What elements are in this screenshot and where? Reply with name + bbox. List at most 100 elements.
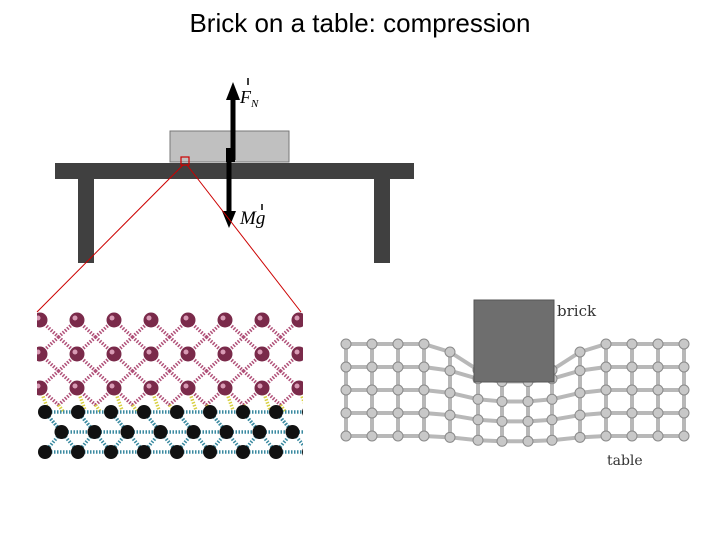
brick-spring [205, 335, 227, 356]
interface-spring [318, 405, 323, 412]
table-atom [153, 425, 168, 439]
lattice-bond [550, 350, 582, 372]
brick-spring [279, 386, 301, 407]
brick-atom [143, 312, 159, 328]
lattice-node [444, 387, 456, 399]
table-atom [319, 425, 333, 439]
lattice-node [546, 414, 558, 426]
lattice-node [522, 395, 534, 407]
lattice-node [678, 384, 690, 396]
brick-atom [254, 312, 270, 328]
table-spring [309, 412, 326, 432]
brick-atom [329, 313, 344, 328]
lattice-node [418, 361, 430, 373]
brick-atom [37, 380, 48, 396]
brick-spring [75, 369, 97, 390]
lattice-node [496, 415, 508, 427]
brick-atom [180, 346, 196, 362]
brick-atom-highlight [72, 383, 78, 389]
center-block [226, 148, 235, 162]
brick-atom [217, 346, 233, 362]
brick-atom [291, 346, 303, 362]
lattice-node [472, 414, 484, 426]
brick-spring [168, 335, 190, 356]
lattice-node [574, 387, 586, 399]
table-atom [137, 445, 151, 459]
lattice-node [392, 361, 404, 373]
brick-atom-highlight [332, 350, 337, 355]
lattice-node [444, 431, 456, 443]
brick-atom [180, 312, 196, 328]
brick-spring [318, 320, 337, 337]
brick-spring [168, 386, 190, 407]
lattice-node [652, 384, 664, 396]
brick-atom-highlight [220, 349, 226, 355]
lattice-node [418, 384, 430, 396]
lattice-node [678, 430, 690, 442]
table-spring [309, 432, 326, 452]
brick-spring [318, 354, 337, 371]
brick-atom [37, 346, 48, 362]
lattice-deformation-panel [340, 299, 690, 447]
lattice-node [392, 384, 404, 396]
lattice-bond [448, 350, 480, 372]
brick-spring [168, 352, 190, 373]
brick-spring [279, 369, 301, 390]
brick-atom-highlight [220, 383, 226, 389]
lattice-node [340, 384, 352, 396]
brick-spring [94, 386, 116, 407]
table-atom [252, 425, 267, 439]
lattice-node [600, 384, 612, 396]
brick-spring [318, 337, 337, 354]
brick-spring [94, 352, 116, 373]
lattice-node [340, 361, 352, 373]
brick-spring [38, 335, 60, 356]
brick-spring [57, 318, 79, 339]
brick-atom-highlight [332, 384, 337, 389]
lattice-node [444, 346, 456, 358]
lattice-node [678, 361, 690, 373]
lattice-node [496, 395, 508, 407]
brick-spring [131, 335, 153, 356]
brick-atom-highlight [37, 315, 41, 321]
brick-atom-highlight [257, 383, 263, 389]
brick-spring [242, 335, 264, 356]
brick-atom-highlight [183, 349, 189, 355]
table-atom [269, 445, 283, 459]
lattice-node [574, 431, 586, 443]
brick-atom [180, 380, 196, 396]
table [55, 163, 414, 263]
table-atom [170, 445, 184, 459]
brick-spring [242, 386, 264, 407]
atomic-layers [37, 312, 344, 459]
zoom-line-left [36, 164, 184, 313]
table-atom [87, 425, 102, 439]
brick-spring [205, 352, 227, 373]
brick-atom-highlight [257, 315, 263, 321]
lattice-brick-label: brick [557, 302, 597, 320]
table-atom [236, 445, 250, 459]
brick-spring [318, 371, 337, 388]
brick-spring [131, 369, 153, 390]
table-atom [203, 405, 217, 419]
normal-force-arrowhead [226, 82, 240, 100]
zoom-marker [180, 156, 190, 166]
table-atom [302, 408, 303, 416]
table-atom [186, 425, 201, 439]
brick-spring [94, 369, 116, 390]
brick-atom-highlight [109, 383, 115, 389]
brick-spring [168, 318, 190, 339]
brick-spring [57, 386, 79, 407]
table-atom [38, 405, 52, 419]
brick-spring [205, 386, 227, 407]
brick-spring [186, 335, 208, 356]
lattice-node [366, 361, 378, 373]
brick-spring [318, 388, 337, 405]
brick-spring [223, 335, 245, 356]
brick-atom [217, 380, 233, 396]
lattice-node [546, 393, 558, 405]
lattice-node [392, 338, 404, 350]
brick-atom [254, 346, 270, 362]
lattice-node [392, 430, 404, 442]
